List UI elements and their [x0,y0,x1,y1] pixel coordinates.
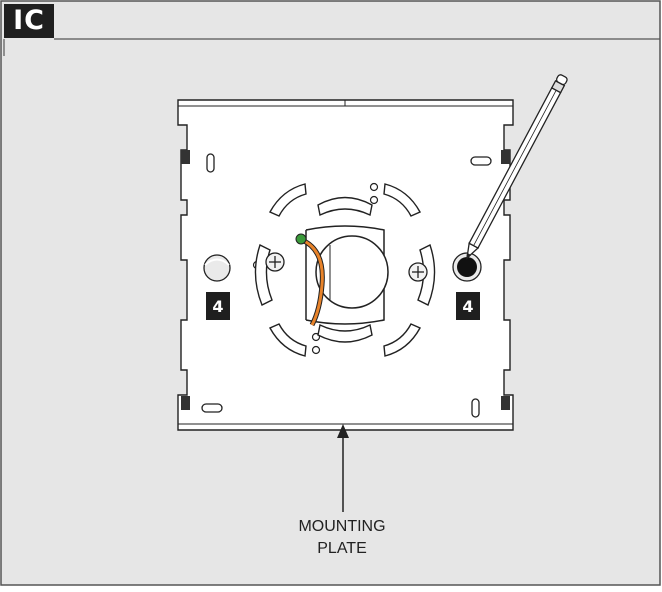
green-screw-head [295,233,307,245]
callout-right-number: 4 [456,292,480,320]
caption-line-2: PLATE [317,540,367,557]
center-opening [305,225,389,325]
slot-holes [201,153,492,418]
screw-left [265,252,285,272]
left-mounting-hole [203,254,231,282]
pencil-icon [466,74,568,260]
right-mounting-hole [452,252,482,282]
callout-left-number: 4 [206,292,230,320]
caption-line-1: MOUNTING [298,518,386,535]
edge-tabs [181,150,510,410]
callout-arrow [337,424,349,512]
curved-slots [254,183,436,357]
mounting-plate-caption: MOUNTING PLATE [262,516,422,560]
screw-right [408,262,428,282]
step-badge: IC [4,4,54,38]
